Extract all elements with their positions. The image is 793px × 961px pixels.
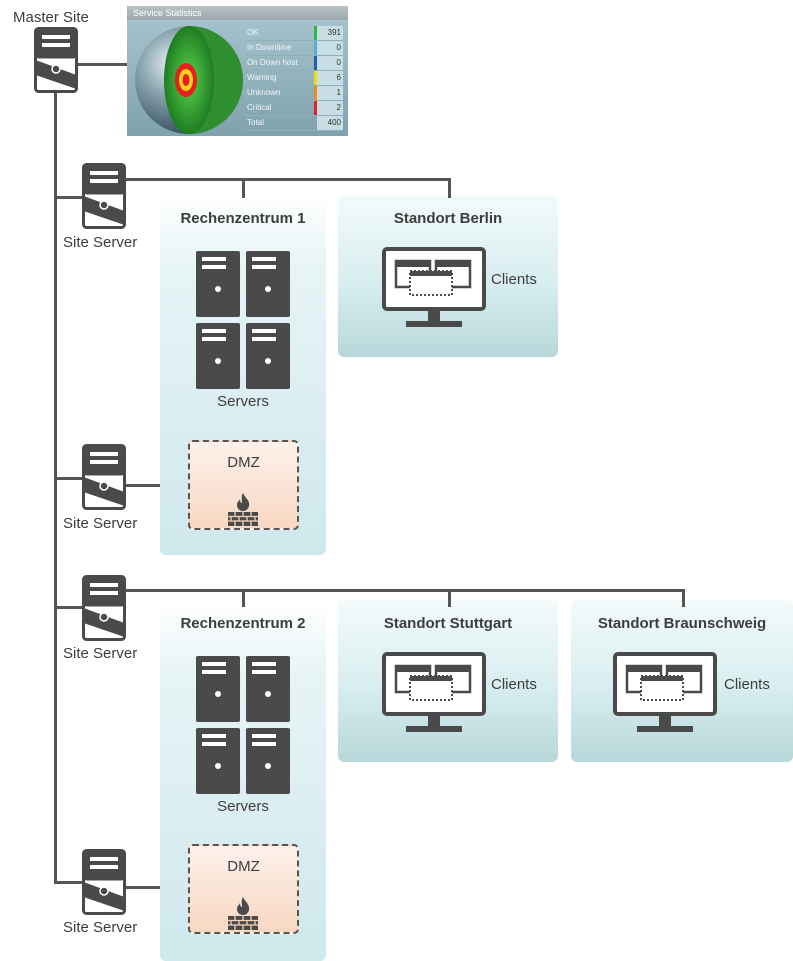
stat-row-divider — [245, 115, 343, 116]
clients-label: Clients — [491, 676, 537, 693]
stat-color-bar — [314, 56, 317, 70]
site-server-label: Site Server — [63, 515, 138, 532]
stat-row-divider — [245, 40, 343, 41]
stat-color-bar — [314, 86, 317, 100]
stat-row-value: 1 — [336, 88, 341, 97]
site-server-label: Site Server — [63, 645, 138, 662]
server-icon — [246, 656, 290, 722]
stat-row: In Downtime 0 — [245, 41, 343, 56]
site-braunschweig-title: Standort Braunschweig — [597, 615, 767, 632]
stat-row: Critical 2 — [245, 101, 343, 116]
stat-value-box — [317, 26, 343, 40]
dmz-label: DMZ — [227, 858, 260, 875]
firewall-icon — [226, 896, 260, 930]
site-server-icon — [82, 575, 126, 641]
monitor-icon — [382, 652, 486, 734]
servers-label: Servers — [217, 798, 269, 815]
dmz1-connector — [125, 484, 160, 487]
server-icon — [196, 728, 240, 794]
server-icon — [246, 323, 290, 389]
dmz-zone: DMZ — [188, 440, 299, 530]
connector-row2 — [125, 589, 685, 592]
clients-label: Clients — [491, 271, 537, 288]
site-berlin-title: Standort Berlin — [393, 210, 503, 227]
stat-row-name: On Down host — [247, 58, 298, 67]
stat-row-value: 0 — [336, 43, 341, 52]
stat-row-name: Critical — [247, 103, 272, 112]
server-icon — [246, 251, 290, 317]
site-server-label: Site Server — [63, 919, 138, 936]
server-icon — [196, 251, 240, 317]
site-server-label: Site Server — [63, 234, 138, 251]
stat-color-bar — [314, 41, 317, 55]
stat-value-box — [317, 116, 343, 130]
servers-label: Servers — [217, 393, 269, 410]
stat-row: OK 391 — [245, 26, 343, 41]
stat-row: Warning 6 — [245, 71, 343, 86]
branch-line-4 — [54, 881, 84, 884]
stat-row-divider — [245, 70, 343, 71]
stat-row: On Down host 0 — [245, 56, 343, 71]
stat-row-name: Total — [247, 118, 264, 127]
stat-row-divider — [245, 100, 343, 101]
master-server-icon — [34, 27, 78, 93]
stat-row-value: 400 — [327, 118, 341, 127]
server-icon — [196, 323, 240, 389]
stat-row: Unknown 1 — [245, 86, 343, 101]
connector-row2-drop-stuttgart — [448, 589, 451, 607]
branch-line-3 — [54, 606, 84, 609]
server-icon — [246, 728, 290, 794]
stat-row-name: OK — [247, 28, 259, 37]
stat-row-divider — [245, 85, 343, 86]
firewall-icon — [226, 492, 260, 526]
server-icon — [196, 656, 240, 722]
stat-row-value: 2 — [336, 103, 341, 112]
datacenter-2-title: Rechenzentrum 2 — [180, 615, 306, 632]
connector-row1-drop-dc1 — [242, 178, 245, 198]
datacenter-1-title: Rechenzentrum 1 — [180, 210, 306, 227]
site-server-icon — [82, 163, 126, 229]
monitor-icon — [613, 652, 717, 734]
stat-row-name: Warning — [247, 73, 277, 82]
connector-row1 — [125, 178, 451, 181]
monitor-icon — [382, 247, 486, 329]
trunk-line — [54, 92, 57, 884]
stat-value-box — [317, 41, 343, 55]
site-server-icon — [82, 444, 126, 510]
stat-row: Total 400 — [245, 116, 343, 131]
connector-row1-drop-berlin — [448, 178, 451, 198]
dmz-zone: DMZ — [188, 844, 299, 934]
stat-row-value: 391 — [327, 28, 341, 37]
stat-color-bar — [314, 26, 317, 40]
master-to-stats-line — [76, 63, 128, 66]
site-stuttgart-title: Standort Stuttgart — [383, 615, 513, 632]
master-site-label: Master Site — [13, 9, 89, 26]
stat-value-box — [317, 71, 343, 85]
clients-label: Clients — [724, 676, 770, 693]
stat-value-box — [317, 56, 343, 70]
branch-line-1 — [54, 196, 84, 199]
stat-row-divider — [245, 55, 343, 56]
site-server-icon — [82, 849, 126, 915]
connector-row2-drop-braunschweig — [682, 589, 685, 607]
stat-row-value: 0 — [336, 58, 341, 67]
stat-row-divider — [245, 130, 343, 131]
stat-value-box — [317, 101, 343, 115]
stat-row-name: Unknown — [247, 88, 281, 97]
dmz2-connector — [125, 886, 160, 889]
connector-row2-drop-dc2 — [242, 589, 245, 607]
globe-icon — [135, 26, 243, 134]
branch-line-2 — [54, 477, 84, 480]
stat-row-value: 6 — [336, 73, 341, 82]
dmz-label: DMZ — [227, 454, 260, 471]
stat-value-box — [317, 86, 343, 100]
stat-color-bar — [314, 71, 317, 85]
stat-color-bar — [314, 101, 317, 115]
stat-row-name: In Downtime — [247, 43, 292, 52]
service-statistics-title: Service Statistics — [127, 6, 348, 20]
